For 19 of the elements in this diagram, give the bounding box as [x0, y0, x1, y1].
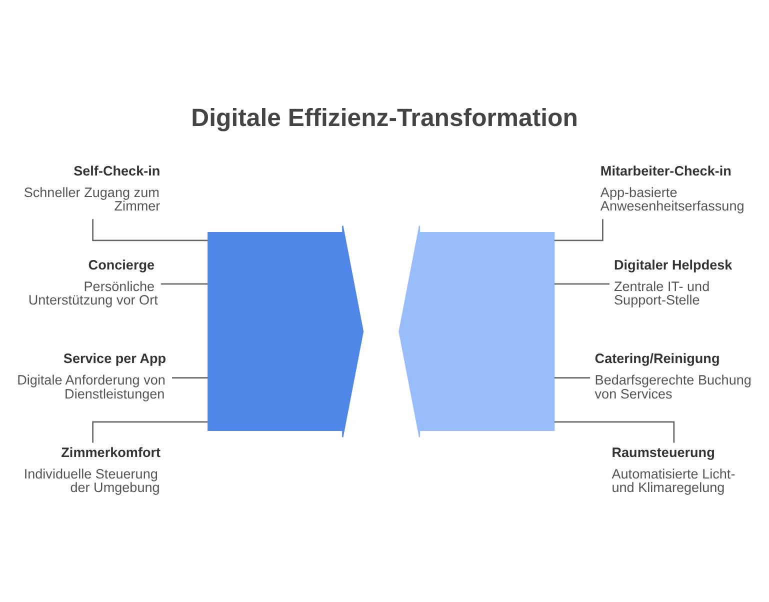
- node-text: Service per App Digitale Anforderung von Dienstleistungen: [17, 350, 166, 401]
- node-text: Concierge Persönliche Unterstützung vor Ort: [28, 256, 158, 307]
- node-text: Raumsteuerung Automatisierte Licht- und Klimaregelung: [612, 444, 736, 495]
- connector: [172, 376, 208, 378]
- node-arrow: [208, 224, 364, 438]
- connector: [554, 218, 604, 241]
- node-text: Self-Check-in Schneller Zugang zum Zimmer: [24, 163, 160, 214]
- diagram-title: Digitale Effizienz-Transformation: [191, 103, 578, 132]
- connector: [92, 420, 208, 442]
- connector: [554, 420, 675, 442]
- connector: [160, 282, 208, 284]
- node-arrow: [398, 224, 555, 438]
- node-text: Catering/Reinigung Bedarfsgerechte Buchung von Services: [594, 350, 752, 401]
- connector: [554, 282, 610, 284]
- node-text: Mitarbeiter-Check-in App-basierte Anwesenheitserfassung: [600, 163, 744, 214]
- connector: [92, 218, 208, 241]
- connector: [554, 376, 590, 378]
- node-text: Digitaler Helpdesk Zentrale IT- und Support-Stelle: [614, 256, 732, 307]
- node-text: Zimmerkomfort Individuelle Steuerung der Umgebung: [24, 444, 161, 495]
